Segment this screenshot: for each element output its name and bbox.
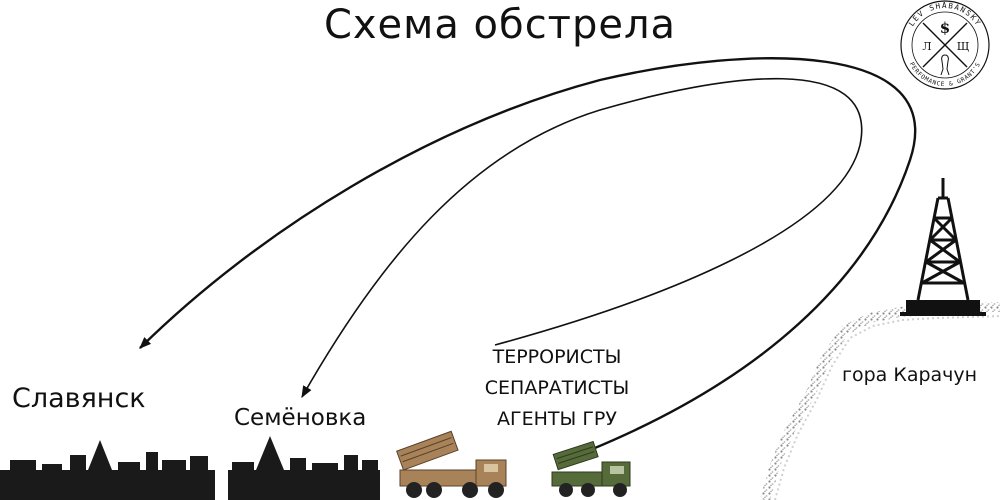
city-skyline-semenovka [228, 436, 380, 500]
attackers-label-group: ТЕРРОРИСТЫ СЕПАРАТИСТЫ АГЕНТЫ ГРУ [472, 342, 642, 435]
page-title: Схема обстрела [323, 2, 677, 48]
logo-center-symbol: $ [940, 19, 950, 37]
label-attacker: СЕПАРАТИСТЫ [484, 377, 630, 399]
logo-right-letter: Щ [957, 40, 970, 53]
trajectory-to-slavyansk [139, 57, 917, 452]
label-mountain: гора Карачун [842, 364, 978, 386]
truck-icon-rocket-launcher [396, 430, 507, 498]
label-attacker: АГЕНТЫ ГРУ [497, 408, 617, 430]
label-slavyansk: Славянск [12, 383, 146, 414]
trajectory-to-semenovka [301, 77, 863, 399]
mountain-slope [765, 307, 1000, 500]
logo-figure-icon [940, 54, 950, 76]
tower-icon [900, 178, 986, 316]
city-skyline-slavyansk [0, 440, 215, 500]
logo-left-letter: Л [922, 40, 931, 53]
truck-icon-grad [551, 440, 631, 497]
label-semenovka: Семёновка [234, 405, 367, 431]
mountain-edge-inner [774, 315, 1000, 500]
label-attacker: ТЕРРОРИСТЫ [492, 346, 622, 368]
